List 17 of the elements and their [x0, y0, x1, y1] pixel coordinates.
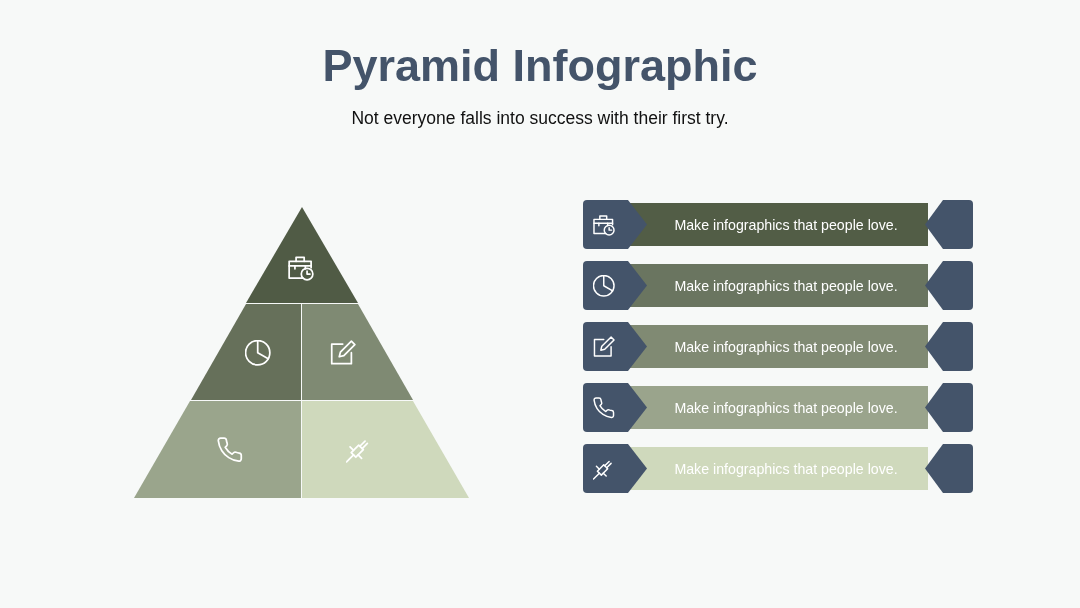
banner-text: Make infographics that people love.	[674, 277, 898, 294]
banner-text: Make infographics that people love.	[674, 399, 898, 416]
ribbon-banner	[583, 261, 973, 310]
pyramid-segment	[302, 401, 469, 498]
ribbon-banner	[583, 200, 973, 249]
pyramid-segment	[246, 207, 358, 303]
ribbon-banner	[583, 322, 973, 371]
banner-text: Make infographics that people love.	[674, 216, 898, 233]
ribbon-banner	[583, 444, 973, 493]
ribbon-banner	[583, 383, 973, 432]
banner-text: Make infographics that people love.	[674, 338, 898, 355]
subtitle: Not everyone falls into success with their first try.	[351, 108, 729, 129]
pyramid-segment	[191, 304, 301, 400]
pyramid-segment	[302, 304, 413, 400]
title: Pyramid Infographic	[322, 40, 758, 92]
banner-text: Make infographics that people love.	[674, 460, 898, 477]
pyramid-segment	[134, 401, 301, 498]
